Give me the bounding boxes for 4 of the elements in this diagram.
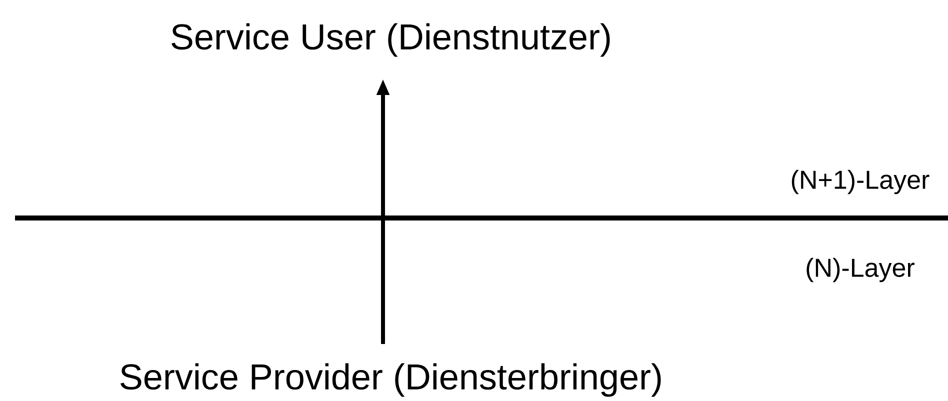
layer-label: (N+1)-Layer xyxy=(792,170,930,194)
service-label: Service User (Dienstnutzer) xyxy=(172,23,610,57)
service-label: Service Provider (Diensterbringer) xyxy=(120,363,661,397)
layer-label: (N)-Layer xyxy=(806,258,914,282)
